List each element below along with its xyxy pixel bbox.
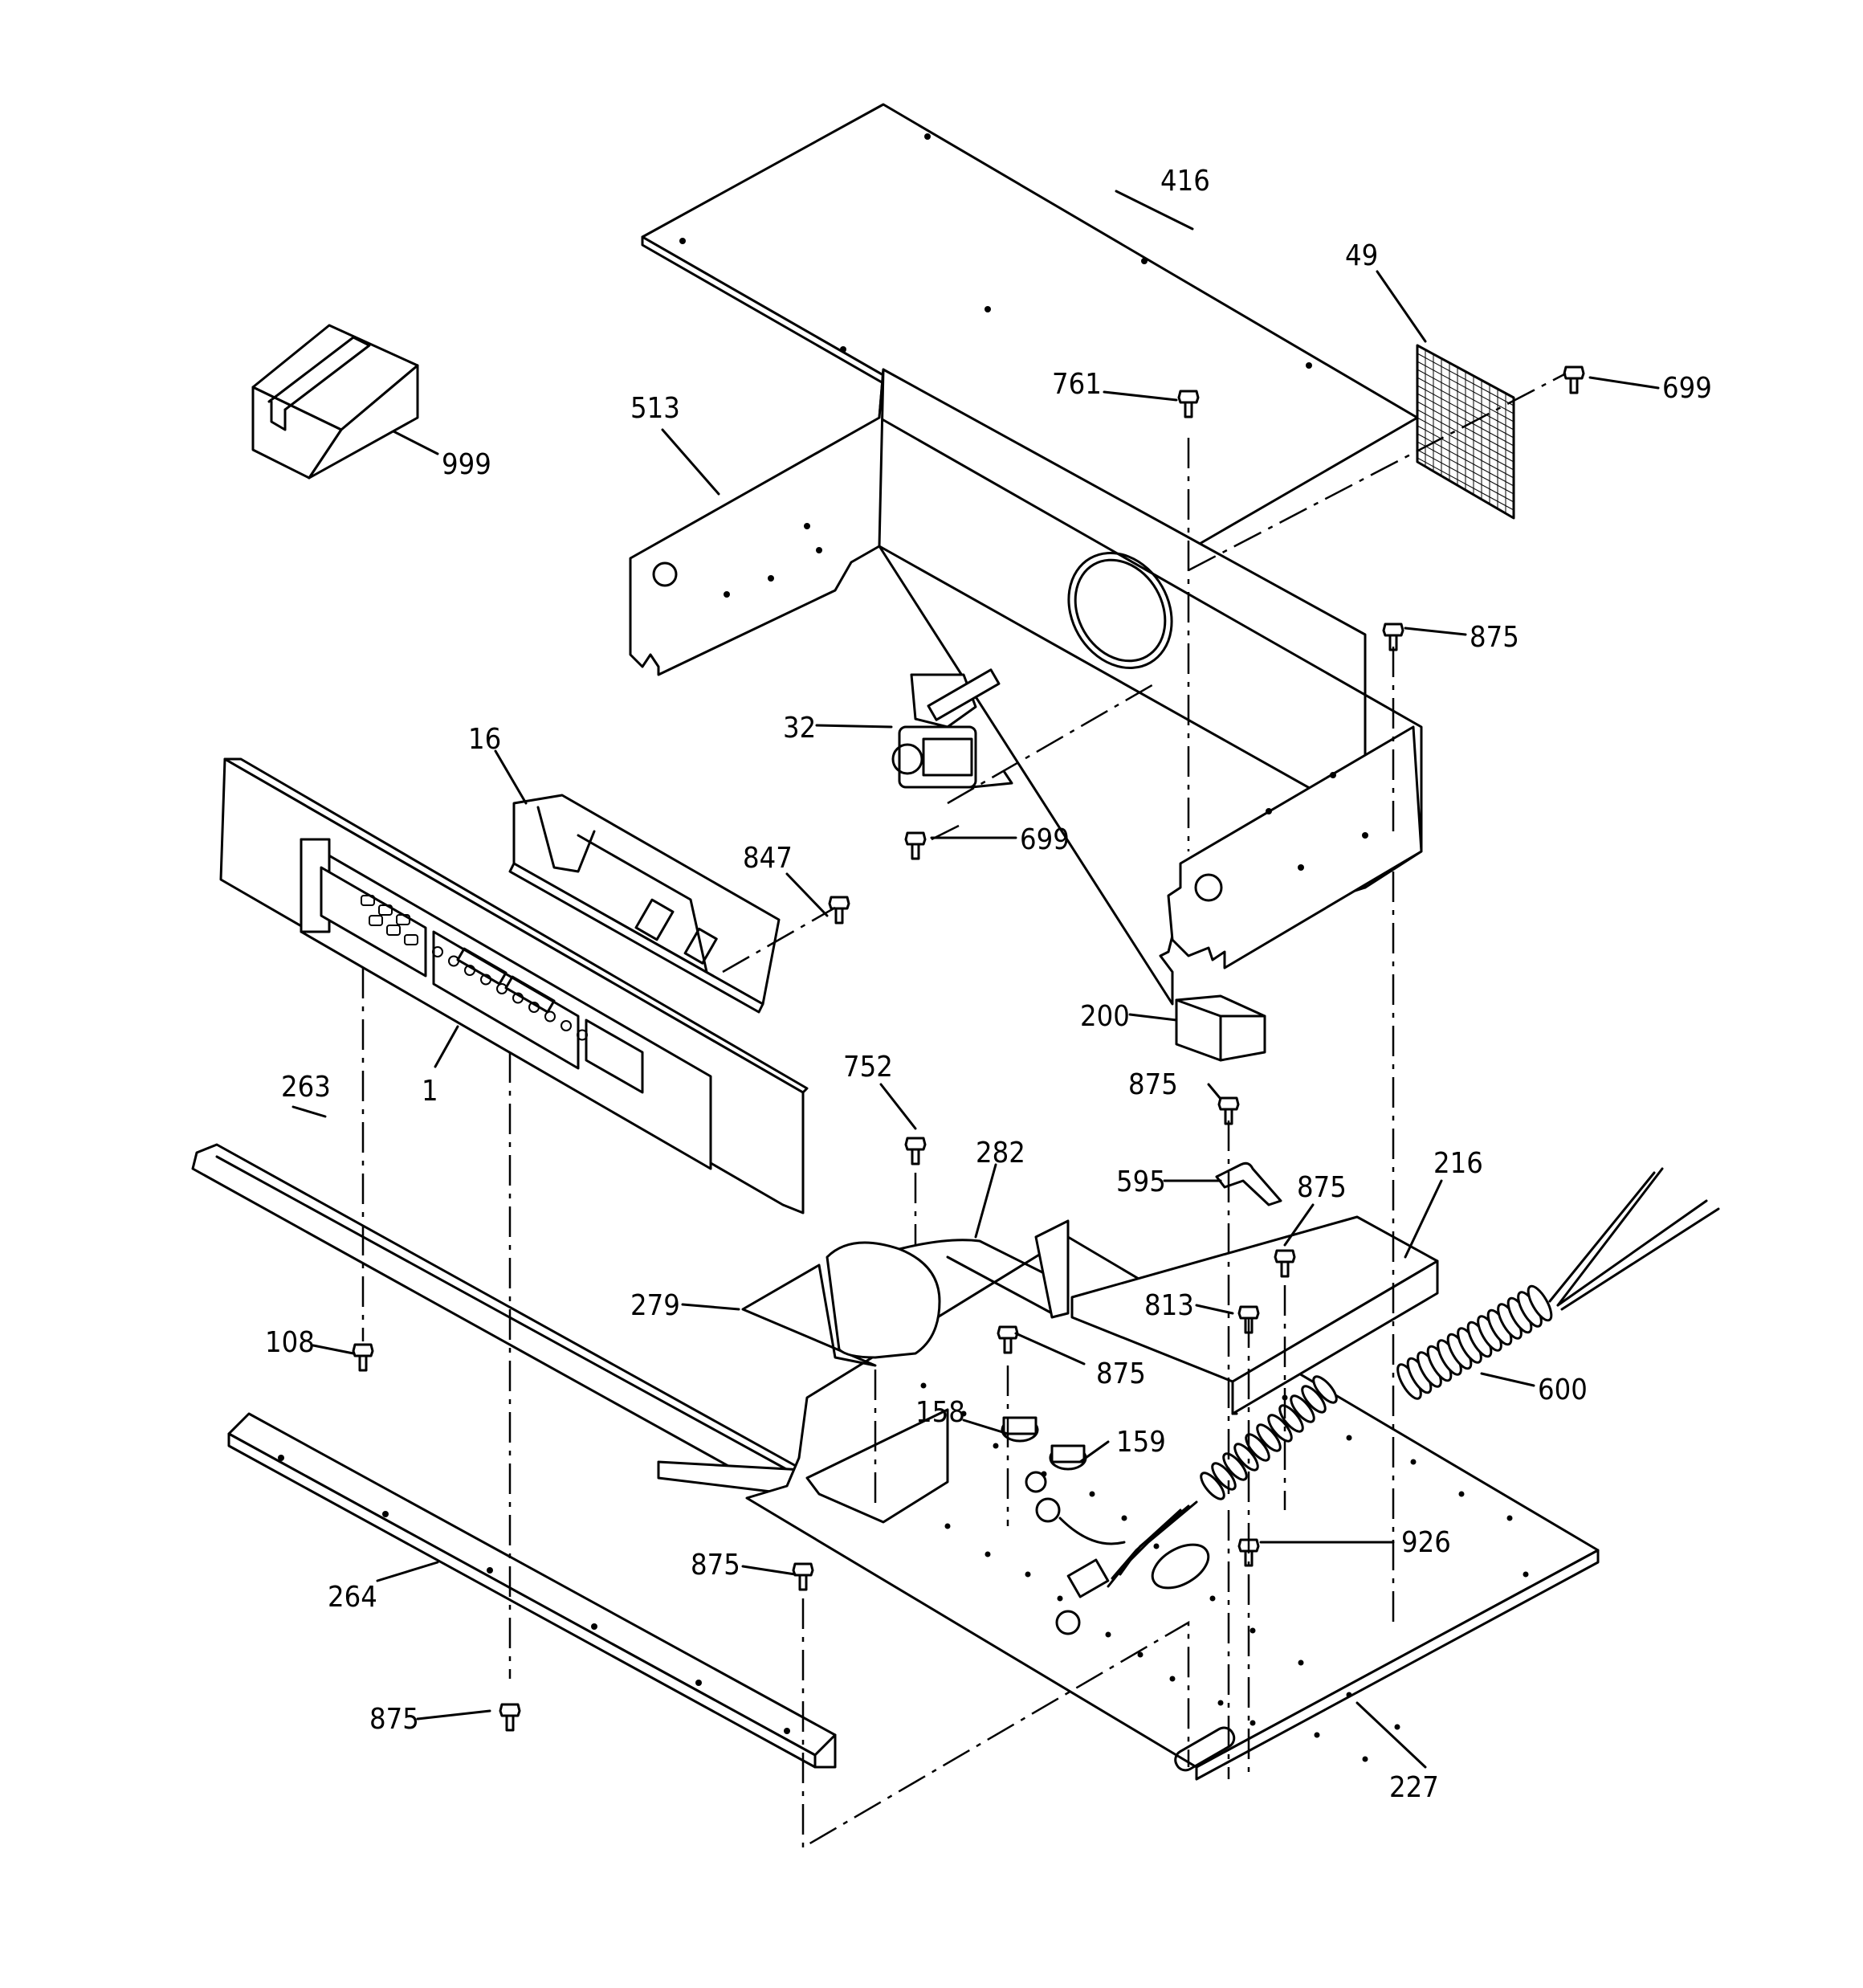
callout-875: 875 [1470,621,1519,654]
thermostat-158-part [1001,1416,1039,1443]
callout-595: 595 [1116,1165,1166,1198]
screw-icon [904,831,927,860]
cable-clamp-part [1215,1161,1282,1206]
screw-icon [1177,390,1200,418]
screw-icon [904,1137,927,1165]
callout-699: 699 [1020,823,1070,856]
callout-600: 600 [1538,1374,1588,1406]
callout-926: 926 [1401,1526,1451,1559]
callout-49: 49 [1345,239,1378,272]
outer-case-part [629,368,1423,1006]
screw-icon [828,896,850,925]
screw-icon [1217,1096,1240,1125]
lower-bracket-part [227,1412,837,1769]
callout-216: 216 [1433,1147,1483,1180]
screw-icon [1274,1249,1296,1278]
callout-699: 699 [1662,372,1712,405]
callout-875: 875 [1297,1171,1347,1204]
screw-icon [352,1343,374,1372]
callout-875: 875 [1096,1357,1146,1390]
callout-200: 200 [1080,1000,1130,1033]
screw-icon [1563,365,1585,394]
front-trim-part [191,1143,805,1496]
vent-duct-part [741,1219,1070,1367]
callout-158: 158 [915,1396,965,1429]
callout-32: 32 [783,712,816,745]
callout-1: 1 [422,1075,438,1108]
callout-264: 264 [328,1581,377,1614]
callout-847: 847 [743,842,793,875]
leader-lines [291,190,1660,1769]
manual-box-part [251,324,419,480]
callout-159: 159 [1116,1426,1166,1459]
callout-108: 108 [265,1326,315,1359]
wire-harness-part [1035,1375,1338,1598]
callout-263: 263 [281,1071,331,1104]
callout-875: 875 [691,1549,740,1582]
fan-motor-part [891,668,1013,789]
callout-999: 999 [442,448,491,481]
conduit-part [1396,1167,1720,1400]
screw-icon [997,1325,1019,1354]
callout-761: 761 [1052,368,1102,401]
callout-875: 875 [369,1703,419,1736]
callout-282: 282 [976,1137,1025,1170]
screw-icon [1382,623,1404,651]
control-panel-part [219,757,809,1214]
callout-416: 416 [1160,165,1210,198]
callout-513: 513 [630,392,680,425]
thermostat-159-part [1049,1444,1087,1471]
screw-icon [792,1562,814,1591]
callout-labels: 416 49 699 761 513 999 875 32 16 699 847… [265,165,1712,1804]
screw-icon [499,1703,521,1732]
callout-227: 227 [1389,1771,1439,1804]
base-pan-part [745,1235,1600,1781]
callout-279: 279 [630,1289,680,1322]
callout-813: 813 [1144,1289,1194,1322]
callout-752: 752 [843,1051,893,1084]
callout-16: 16 [468,723,501,756]
control-board-part [508,794,781,1014]
callout-875: 875 [1128,1068,1178,1101]
alignment-lines [361,372,1567,1850]
insulation-block-part [1175,994,1266,1062]
mesh-screen-part [1416,344,1515,520]
